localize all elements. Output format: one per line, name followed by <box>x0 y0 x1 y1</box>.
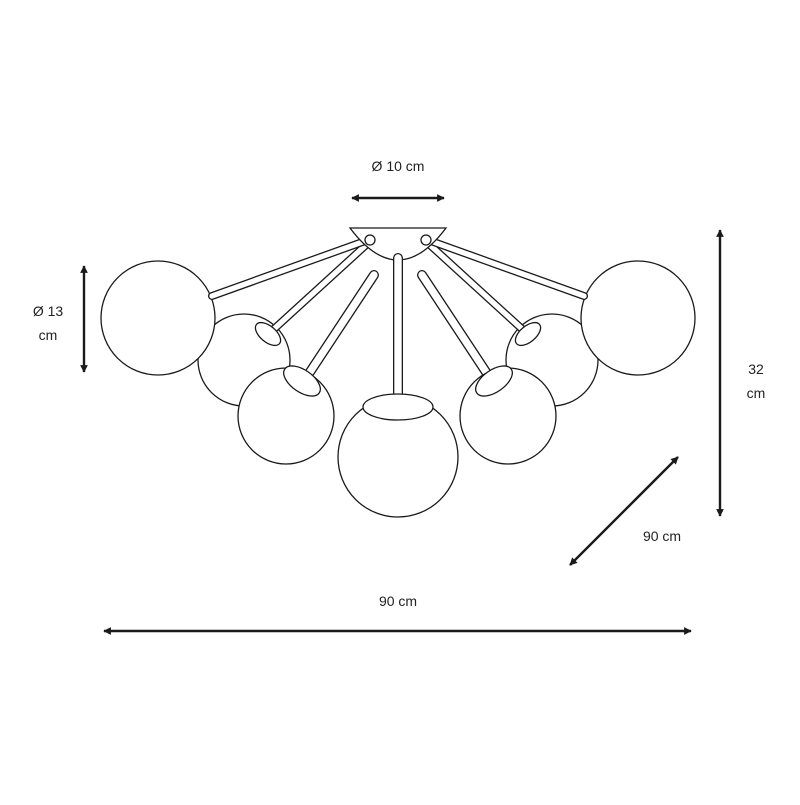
height-label-line2: cm <box>746 385 766 401</box>
lamp-drawing <box>100 227 696 518</box>
globe-diameter-label-line1: Ø 13 <box>32 303 64 319</box>
arm-back-right <box>426 241 526 333</box>
globe-outer-left <box>100 260 216 376</box>
arm-outer-right <box>424 236 588 300</box>
canopy-diameter-label: Ø 10 cm <box>371 158 425 174</box>
globe-neck-front-left <box>283 365 321 397</box>
globe-front-left <box>237 367 335 465</box>
arm-back-left <box>270 241 370 333</box>
depth-arrow <box>569 456 679 566</box>
dimension-lines <box>80 194 724 635</box>
width-label: 90 cm <box>378 593 418 609</box>
globe-neck-back-right <box>514 321 542 347</box>
globe-neck-front-right <box>475 365 513 397</box>
canopy-socket-left <box>364 234 376 246</box>
arm-front-right <box>417 270 491 377</box>
arm-front-left <box>305 270 379 377</box>
globe-diameter-label-line2: cm <box>38 327 58 343</box>
globe-neck-center <box>362 393 434 421</box>
globe-neck-back-left <box>254 321 282 347</box>
depth-label: 90 cm <box>642 528 682 544</box>
arm-outer-left <box>208 236 372 300</box>
globe-outer-right <box>580 260 696 376</box>
height-label-line1: 32 <box>748 361 764 377</box>
canopy-socket-right <box>420 234 432 246</box>
